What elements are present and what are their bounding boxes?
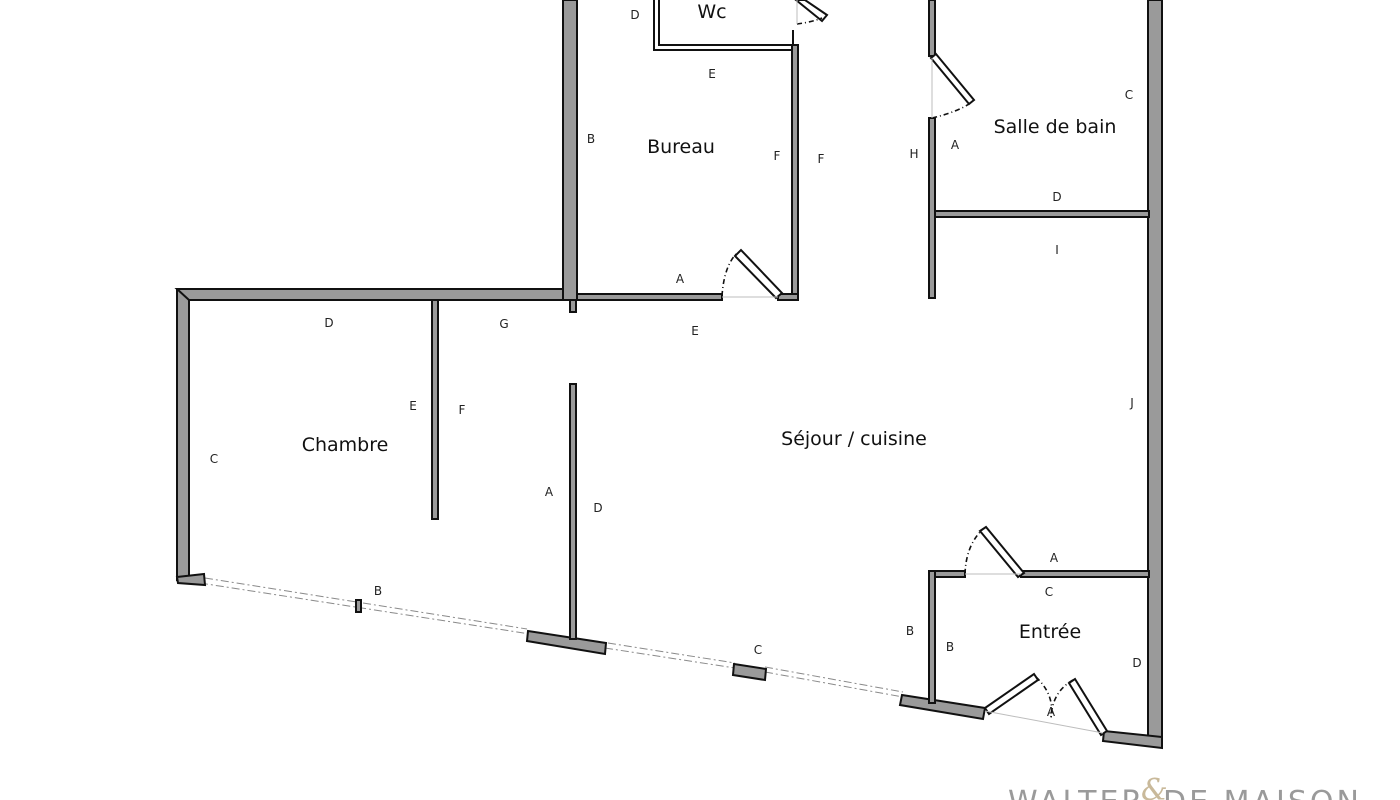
door-entrance-right[interactable]: [1067, 677, 1109, 737]
door-bureau[interactable]: [733, 248, 784, 300]
brand-logo-left: WALTER: [1008, 785, 1145, 800]
wall-label: A: [1050, 551, 1059, 565]
room-label-sejour: Séjour / cuisine: [781, 428, 927, 450]
wall-label: C: [754, 643, 762, 657]
room-label-bureau: Bureau: [647, 136, 715, 158]
wall-label: B: [946, 640, 954, 654]
wall-label: E: [691, 324, 699, 338]
wall-entree-left: [928, 570, 936, 704]
room-labels: Wc Bureau Salle de bain Chambre Séjour /…: [302, 1, 1117, 643]
brand-logo: WALTER & DE MAISON: [1008, 773, 1362, 800]
room-label-salle-de-bain: Salle de bain: [994, 116, 1117, 138]
wall-sejour-partition: [569, 383, 577, 640]
wall-entree-top-right: [1020, 570, 1150, 578]
wall-label: E: [708, 67, 716, 81]
wall-label: F: [818, 152, 825, 166]
wall-label: C: [1125, 88, 1133, 102]
wall-pillar: [355, 599, 362, 613]
wall-label: B: [374, 584, 382, 598]
wall-label: C: [210, 452, 218, 466]
wall-label: A: [951, 138, 960, 152]
wall-right: [1147, 0, 1163, 749]
wall-facade-4: [898, 693, 987, 721]
wall-bureau-left: [562, 0, 578, 301]
wall-facade-3: [731, 662, 768, 682]
wall-label: J: [1129, 396, 1134, 410]
wall-chambre-top: [174, 288, 567, 301]
wall-label: A: [1047, 705, 1056, 719]
wall-facade-5: [1101, 729, 1163, 750]
room-label-entree: Entrée: [1019, 621, 1081, 643]
wall-bureau-bottom: [576, 293, 723, 301]
wall-label: E: [409, 399, 417, 413]
door-entree-inner[interactable]: [978, 525, 1026, 579]
brand-logo-amp: &: [1141, 773, 1168, 800]
wall-chambre-left: [176, 288, 190, 582]
window-lines: [199, 577, 904, 698]
wall-label: I: [1055, 243, 1059, 257]
wall-wc: [653, 0, 794, 51]
brand-logo-right: DE MAISON: [1163, 785, 1362, 800]
room-label-wc: Wc: [697, 1, 726, 23]
wall-bureau-right: [791, 44, 799, 301]
door-wc[interactable]: [794, 0, 829, 23]
wall-label: F: [459, 403, 466, 417]
wall-sdb-left: [928, 0, 936, 57]
outer-walls: [174, 0, 1163, 750]
wall-label: D: [593, 501, 602, 515]
wall-label: A: [545, 485, 554, 499]
wall-chambre-partition: [431, 299, 439, 520]
room-label-chambre: Chambre: [302, 434, 389, 456]
wall-label: A: [676, 272, 685, 286]
wall-label: C: [1045, 585, 1053, 599]
wall-label: H: [909, 147, 918, 161]
wall-label: B: [587, 132, 595, 146]
wall-facade-1: [175, 572, 207, 587]
door-entrance-left[interactable]: [983, 672, 1040, 716]
interior-walls: [431, 0, 1150, 704]
wall-label: F: [774, 149, 781, 163]
wall-label: D: [1052, 190, 1061, 204]
wall-facade-2: [525, 629, 608, 656]
wall-sdb-bottom: [934, 210, 1150, 218]
door-salle-de-bain[interactable]: [929, 52, 976, 106]
doors: [721, 0, 1109, 737]
wall-label: D: [630, 8, 639, 22]
wall-label: D: [324, 316, 333, 330]
wall-letter-labels: D E B F F H A C A D I D G E E F J C A D …: [210, 8, 1142, 719]
wall-label: D: [1132, 656, 1141, 670]
wall-label: G: [499, 317, 508, 331]
wall-label: B: [906, 624, 914, 638]
